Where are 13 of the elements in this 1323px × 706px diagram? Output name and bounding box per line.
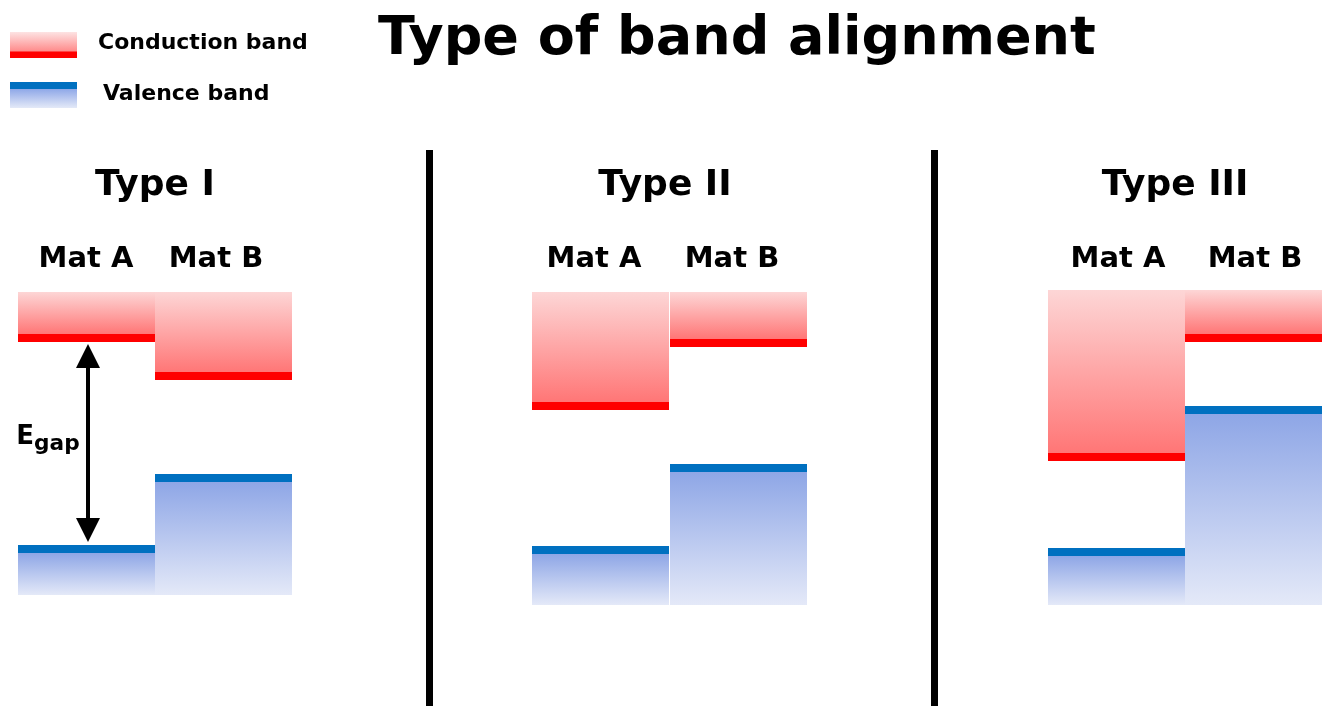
legend-text: Valence band (103, 80, 270, 105)
material-label: Mat B (168, 240, 264, 274)
panel-title: Type II (598, 162, 732, 203)
gap-label: E$_{gap}$ (16, 420, 80, 456)
material-label: Mat B (684, 240, 780, 274)
material-label: Mat A (38, 240, 134, 274)
panel-title: Type III (1101, 162, 1249, 203)
title: Type of band alignment (378, 4, 1096, 67)
material-label: Mat A (546, 240, 642, 274)
material-label: Mat B (1207, 240, 1303, 274)
legend-text: Conduction band (98, 29, 308, 54)
material-label: Mat A (1070, 240, 1166, 274)
panel-title: Type I (95, 162, 215, 203)
